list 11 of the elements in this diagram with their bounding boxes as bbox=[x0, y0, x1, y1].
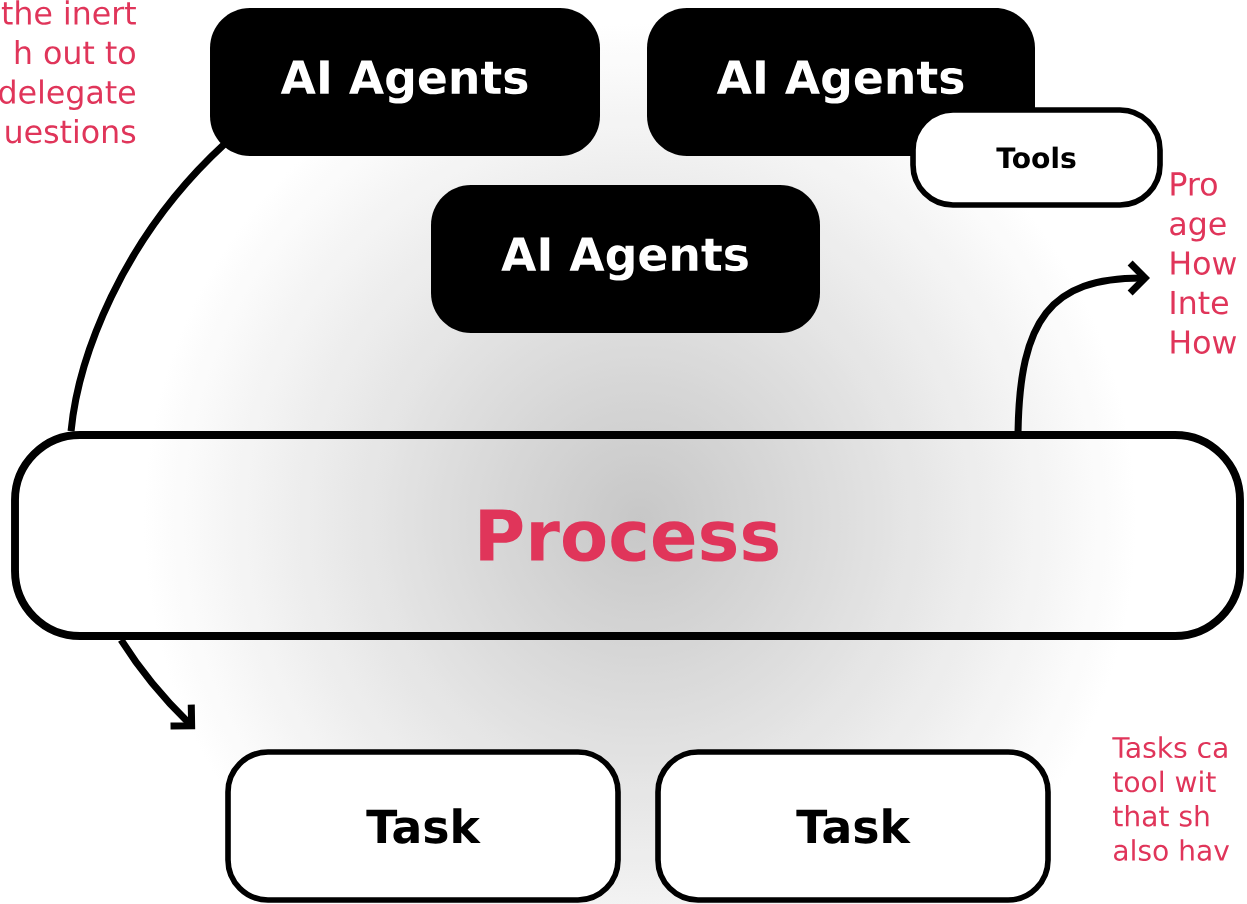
note-text: the inert h out to delegate uestions bbox=[0, 0, 136, 144]
note-text: Pro age How Inte How bbox=[1170, 172, 1237, 354]
process-box: Process bbox=[11, 431, 1244, 640]
task-box: Task bbox=[225, 749, 621, 903]
note-text: Tasks ca tool wit that sh also hav bbox=[1112, 736, 1230, 861]
agent-box: AI Agents bbox=[210, 8, 600, 156]
tools-box: Tools bbox=[910, 107, 1163, 208]
arrow bbox=[118, 638, 196, 730]
arrow bbox=[1014, 260, 1150, 432]
task-box: Task bbox=[655, 749, 1051, 903]
agent-box: AI Agents bbox=[431, 185, 820, 333]
